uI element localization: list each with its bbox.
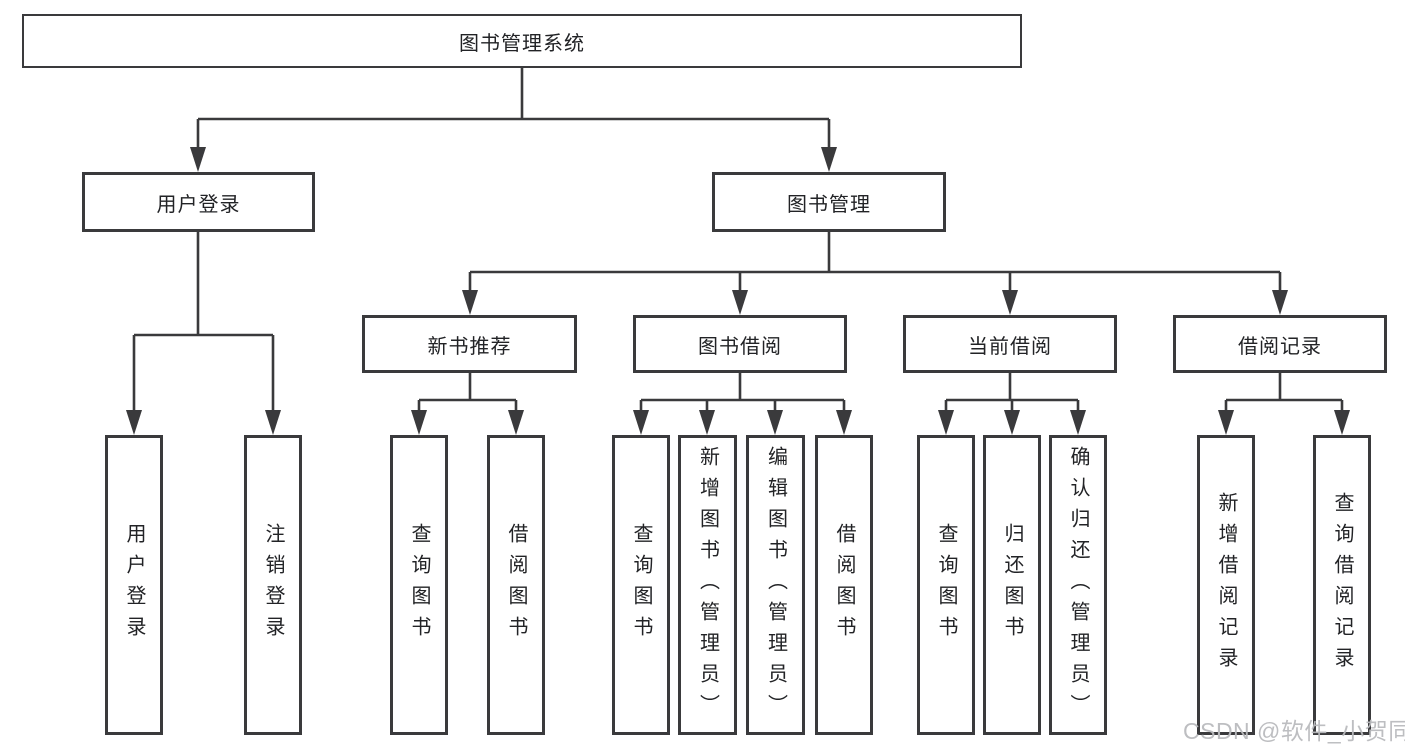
csdn-watermark: CSDN @软件_小贺同学: [1183, 718, 1405, 744]
leaf-borrow-books-2: 借阅图书: [815, 435, 873, 735]
node-label: 当前借阅: [968, 335, 1052, 358]
leaf-label: 新增借阅记录: [1215, 492, 1237, 678]
arrowhead-icon: [265, 410, 281, 435]
node-label: 图书管理系统: [459, 32, 585, 55]
node-new-book-recommendation: 新书推荐: [362, 315, 577, 373]
leaf-label: 确认归还（管理员）: [1067, 445, 1089, 725]
arrowhead-icon: [836, 410, 852, 435]
arrowhead-icon: [508, 410, 524, 435]
arrowhead-icon: [1070, 410, 1086, 435]
arrowhead-icon: [1004, 410, 1020, 435]
arrowhead-icon: [190, 147, 206, 172]
leaf-label: 归还图书: [1001, 523, 1023, 647]
arrowhead-icon: [938, 410, 954, 435]
arrowhead-icon: [1334, 410, 1350, 435]
node-label: 新书推荐: [427, 335, 512, 358]
arrowhead-icon: [821, 147, 837, 172]
arrowhead-icon: [126, 410, 142, 435]
leaf-label: 注销登录: [262, 523, 284, 647]
leaf-borrow-books-1: 借阅图书: [487, 435, 545, 735]
leaf-user-login: 用户登录: [105, 435, 163, 735]
leaf-query-borrow-record: 查询借阅记录: [1313, 435, 1371, 735]
leaf-label: 新增图书（管理员）: [696, 445, 719, 725]
arrowhead-icon: [411, 410, 427, 435]
leaf-query-books-2: 查询图书: [612, 435, 670, 735]
leaf-add-books-admin: 新增图书（管理员）: [678, 435, 737, 735]
leaf-logout: 注销登录: [244, 435, 302, 735]
leaf-label: 查询图书: [935, 523, 957, 647]
node-library-management-system: 图书管理系统: [22, 14, 1022, 68]
node-label: 用户登录: [156, 193, 241, 216]
leaf-query-books-1: 查询图书: [390, 435, 448, 735]
leaf-edit-books-admin: 编辑图书（管理员）: [746, 435, 805, 735]
leaf-label: 查询图书: [630, 523, 652, 647]
leaf-label: 查询借阅记录: [1331, 492, 1353, 678]
arrowhead-icon: [732, 290, 748, 315]
arrowhead-icon: [767, 410, 783, 435]
node-borrowing-records: 借阅记录: [1173, 315, 1387, 373]
leaf-confirm-return-admin: 确认归还（管理员）: [1049, 435, 1107, 735]
node-label: 图书管理: [787, 193, 871, 216]
node-book-management: 图书管理: [712, 172, 946, 232]
node-current-borrowing: 当前借阅: [903, 315, 1117, 373]
leaf-label: 编辑图书（管理员）: [764, 445, 787, 725]
arrowhead-icon: [699, 410, 715, 435]
leaf-query-books-3: 查询图书: [917, 435, 975, 735]
leaf-label: 用户登录: [123, 523, 145, 647]
node-user-login: 用户登录: [82, 172, 315, 232]
arrowhead-icon: [1272, 290, 1288, 315]
leaf-label: 借阅图书: [833, 523, 855, 647]
leaf-label: 查询图书: [408, 523, 430, 647]
node-label: 图书借阅: [698, 335, 782, 358]
leaf-return-books: 归还图书: [983, 435, 1041, 735]
leaf-label: 借阅图书: [505, 523, 527, 647]
node-label: 借阅记录: [1238, 335, 1322, 358]
node-book-borrowing: 图书借阅: [633, 315, 847, 373]
arrowhead-icon: [1218, 410, 1234, 435]
arrowhead-icon: [633, 410, 649, 435]
arrowhead-icon: [1002, 290, 1018, 315]
leaf-add-borrow-record: 新增借阅记录: [1197, 435, 1255, 735]
arrowhead-icon: [462, 290, 478, 315]
